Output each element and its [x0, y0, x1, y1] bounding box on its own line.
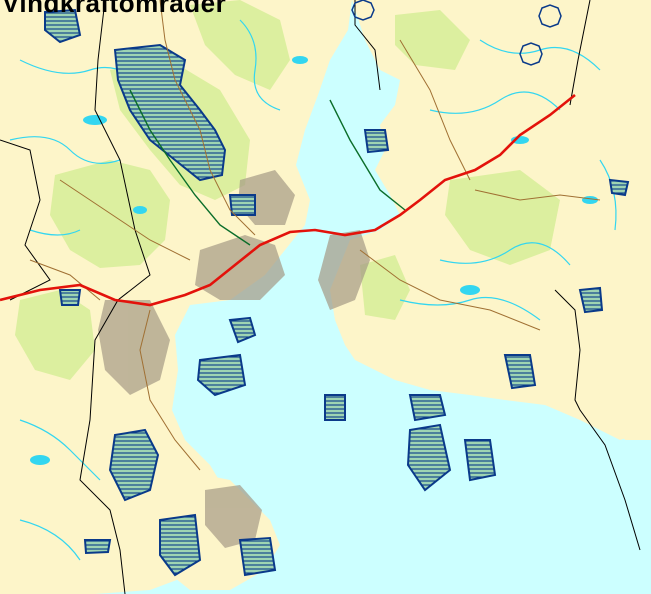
urban-islands: [205, 485, 262, 548]
forest-a: [50, 160, 170, 268]
urban-central: [195, 235, 285, 300]
protected-area-island: [406, 423, 452, 492]
protected-areas: [44, 8, 630, 577]
protected-area-island: [159, 513, 202, 577]
octagon-symbol: [519, 42, 543, 66]
stream: [439, 242, 571, 266]
stream: [9, 136, 121, 164]
octagon-symbols: [351, 0, 562, 66]
octagon-symbol: [351, 0, 375, 21]
protected-area-west-coast: [108, 428, 160, 502]
road: [29, 259, 101, 301]
protected-area-island: [408, 394, 447, 422]
roads: [29, 0, 601, 471]
land-east-coast: [560, 0, 651, 440]
main-road: [0, 93, 576, 307]
forest-d: [395, 10, 470, 70]
protected-area-island: [363, 129, 390, 154]
urban-east: [318, 230, 370, 310]
stream: [239, 19, 281, 111]
protected-area-island: [238, 536, 277, 577]
boundary-line: [569, 0, 591, 106]
road: [59, 179, 191, 261]
protected-area-island: [608, 178, 630, 197]
forest-c: [190, 0, 290, 90]
protected-area-island: [578, 286, 604, 314]
forest-f: [15, 290, 95, 380]
map-title: Vindkraftområder: [2, 0, 227, 18]
protected-area-island: [228, 194, 256, 216]
boundary-line: [0, 139, 51, 301]
boundary-line: [354, 0, 381, 91]
forest-g: [360, 255, 410, 320]
protected-area-north-west: [44, 8, 82, 44]
lake: [460, 285, 480, 295]
stream: [19, 519, 81, 561]
road: [139, 309, 201, 471]
road: [474, 189, 601, 201]
rail-line: [129, 89, 251, 246]
rail-line: [329, 99, 406, 211]
protected-area-island: [324, 394, 346, 421]
protected-area-island: [58, 289, 82, 306]
road: [399, 39, 471, 181]
stream: [19, 419, 101, 481]
lake: [582, 196, 598, 204]
protected-area-island: [196, 353, 247, 397]
protected-area-island: [463, 439, 497, 482]
lake: [133, 206, 147, 214]
forest-areas: [15, 0, 560, 380]
urban-south: [98, 300, 170, 395]
protected-area-island: [228, 316, 257, 344]
boundary-line: [554, 289, 641, 551]
protected-area-island: [83, 539, 112, 555]
octagon-symbol: [538, 4, 562, 28]
urban-areas: [98, 170, 370, 548]
protected-area-island: [503, 354, 537, 390]
road: [359, 249, 541, 331]
lake: [292, 56, 308, 64]
stream: [29, 229, 81, 236]
forest-e: [445, 170, 560, 265]
stream: [429, 91, 561, 114]
road: [159, 0, 256, 236]
stream: [399, 296, 541, 321]
lake: [83, 115, 107, 125]
protected-area-large-north: [113, 43, 227, 182]
lake: [30, 455, 50, 465]
